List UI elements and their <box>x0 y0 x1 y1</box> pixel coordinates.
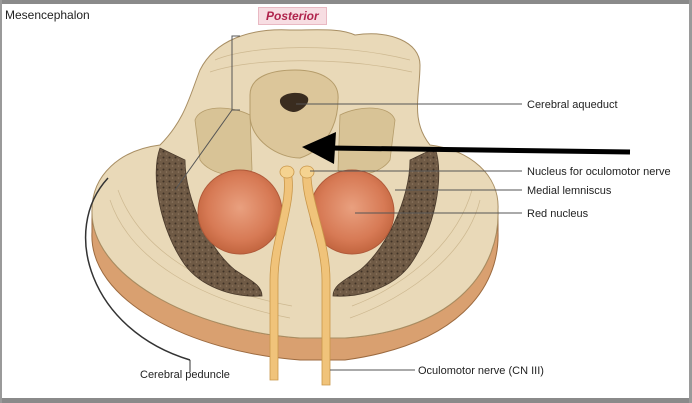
orientation-tag: Posterior <box>258 7 327 25</box>
oculomotor-nucleus-left <box>280 166 294 178</box>
oculomotor-nucleus-right <box>300 166 314 178</box>
label-oculomotor-nerve: Oculomotor nerve (CN III) <box>418 365 544 377</box>
red-nucleus-left <box>198 170 282 254</box>
label-cerebral-aqueduct: Cerebral aqueduct <box>527 99 618 111</box>
label-medial-lemniscus: Medial lemniscus <box>527 185 612 197</box>
figure-title: Mesencephalon <box>5 8 90 22</box>
label-cerebral-peduncle: Cerebral peduncle <box>140 369 230 381</box>
label-nucleus-oculomotor: Nucleus for oculomotor nerve <box>527 166 671 178</box>
label-red-nucleus: Red nucleus <box>527 208 589 220</box>
